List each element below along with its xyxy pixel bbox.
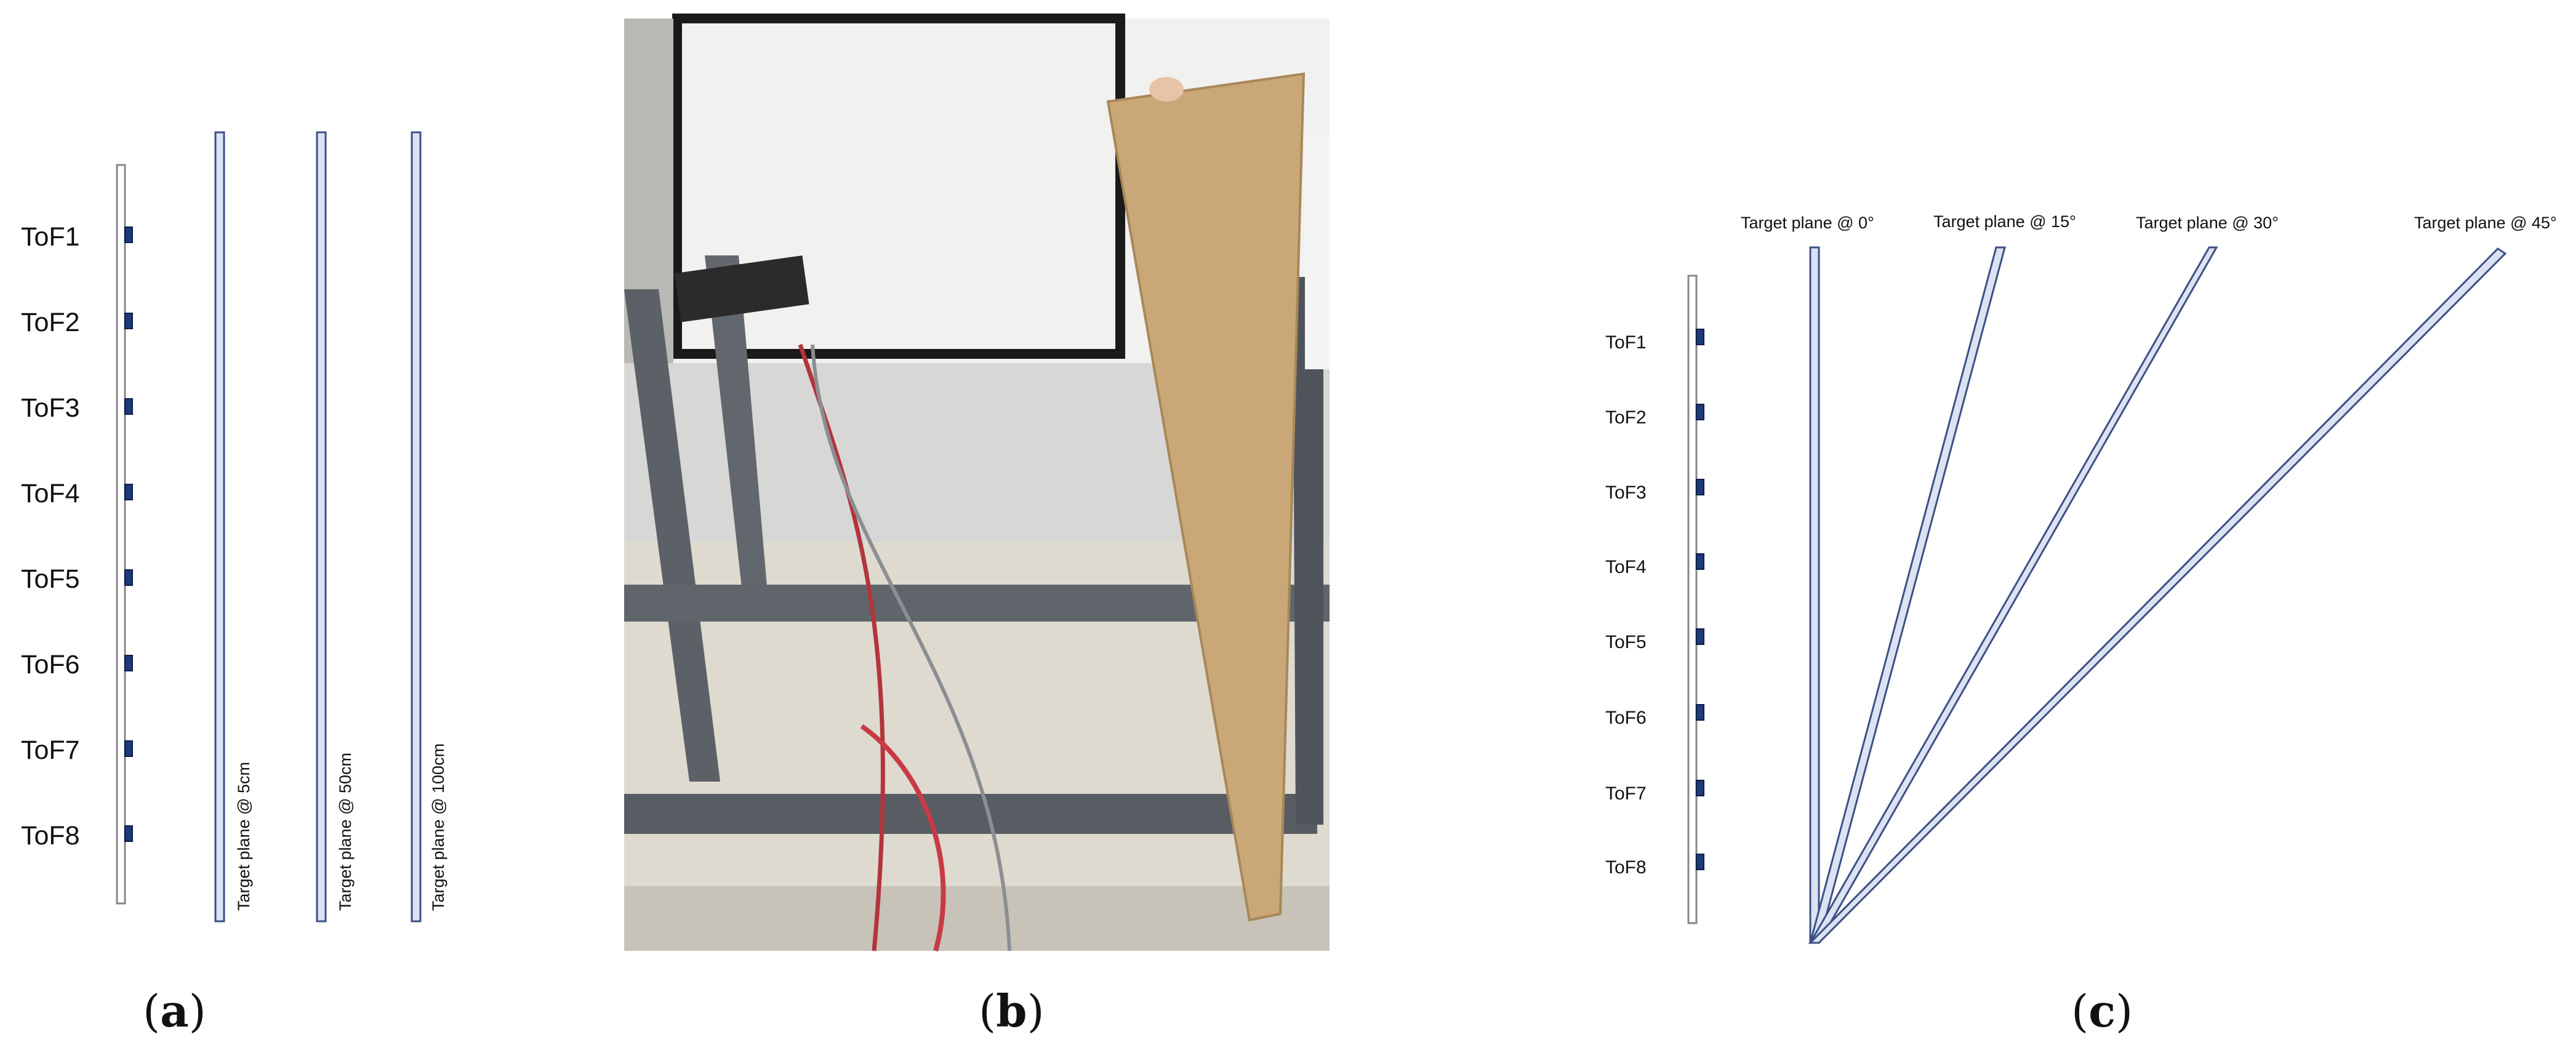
panel-c-diagram: ToF1 ToF2 ToF3 ToF4 ToF5 ToF6 ToF7 ToF8 … — [1605, 212, 2557, 1037]
panel-b-photo: (b) — [624, 14, 1330, 1037]
sensor-marker-c-8 — [1696, 854, 1704, 870]
sensor-marker-5 — [124, 569, 133, 586]
sensor-label-c-8: ToF8 — [1605, 857, 1647, 878]
sensor-label-c-6: ToF6 — [1605, 708, 1647, 728]
wire-grey — [811, 344, 1011, 951]
target-plane-45deg — [1808, 247, 2507, 944]
frame-rail-top — [624, 585, 1330, 622]
target-plane-label-100cm: Target plane @ 100cm — [429, 743, 447, 911]
sensor-label-c-4: ToF4 — [1605, 557, 1647, 577]
caption-b: (b) — [979, 985, 1045, 1037]
sensor-holder-bar — [116, 164, 126, 905]
sensor-label-c-7: ToF7 — [1605, 783, 1647, 804]
target-plane-label-45deg: Target plane @ 45° — [2414, 214, 2557, 232]
target-board — [1106, 72, 1306, 922]
sensor-marker-c-7 — [1696, 780, 1704, 796]
frame-post-right — [1293, 277, 1323, 825]
sensor-marker-4 — [124, 484, 133, 500]
sensor-label-c-2: ToF2 — [1605, 407, 1647, 428]
sensor-marker-6 — [124, 655, 133, 671]
sensor-marker-c-2 — [1696, 404, 1704, 420]
target-plane-label-30deg: Target plane @ 30° — [2136, 214, 2279, 232]
table-surface — [624, 542, 1330, 951]
sensor-marker-c-1 — [1696, 329, 1704, 345]
target-plane-15deg — [1809, 246, 2006, 944]
sensor-label-6: ToF6 — [21, 650, 80, 679]
sensor-marker-c-6 — [1696, 704, 1704, 721]
wire-red-2 — [860, 724, 946, 952]
caption-a: (a) — [143, 985, 206, 1037]
target-plane-label-5cm: Target plane @ 5cm — [235, 762, 253, 911]
frame-post-left — [624, 289, 720, 782]
sensor-label-c-3: ToF3 — [1605, 482, 1647, 503]
sensor-marker-c-3 — [1696, 479, 1704, 495]
sensor-marker-8 — [124, 825, 133, 842]
sensor-label-3: ToF3 — [21, 393, 80, 423]
sensor-marker-c-4 — [1696, 553, 1704, 570]
target-plane-5cm — [214, 131, 225, 923]
frame-rail-bottom — [624, 794, 1317, 834]
sensor-board — [674, 255, 809, 322]
sensor-label-c-1: ToF1 — [1605, 332, 1647, 353]
sensor-marker-3 — [124, 398, 133, 415]
target-plane-label-0deg: Target plane @ 0° — [1741, 214, 1874, 232]
person-clothing — [1305, 135, 1330, 369]
target-plane-label-15deg: Target plane @ 15° — [1933, 212, 2076, 231]
frame-post-back — [705, 255, 769, 615]
hand — [1149, 77, 1184, 102]
sensor-marker-7 — [124, 740, 133, 757]
target-plane-100cm — [411, 131, 422, 923]
sensor-label-2: ToF2 — [21, 308, 80, 337]
sensor-label-c-5: ToF5 — [1605, 632, 1647, 652]
sensor-marker-1 — [124, 226, 133, 243]
target-plane-0deg — [1809, 246, 1820, 944]
sensor-label-8: ToF8 — [21, 821, 80, 851]
sensor-label-7: ToF7 — [21, 735, 80, 765]
target-plane-50cm — [316, 131, 327, 923]
caption-c: (c) — [2071, 985, 2133, 1037]
table-front-edge — [624, 886, 1330, 951]
sensor-label-5: ToF5 — [21, 564, 80, 594]
sensor-holder-bar-c — [1687, 274, 1698, 924]
whiteboard-frame — [672, 14, 1125, 359]
target-plane-label-50cm: Target plane @ 50cm — [336, 753, 355, 911]
sensor-marker-2 — [124, 313, 133, 329]
sensor-label-1: ToF1 — [21, 222, 80, 252]
sensor-label-4: ToF4 — [21, 479, 80, 508]
panel-a-diagram: ToF1 ToF2 ToF3 ToF4 ToF5 ToF6 ToF7 ToF8 … — [21, 131, 447, 1037]
sensor-marker-c-5 — [1696, 628, 1704, 645]
